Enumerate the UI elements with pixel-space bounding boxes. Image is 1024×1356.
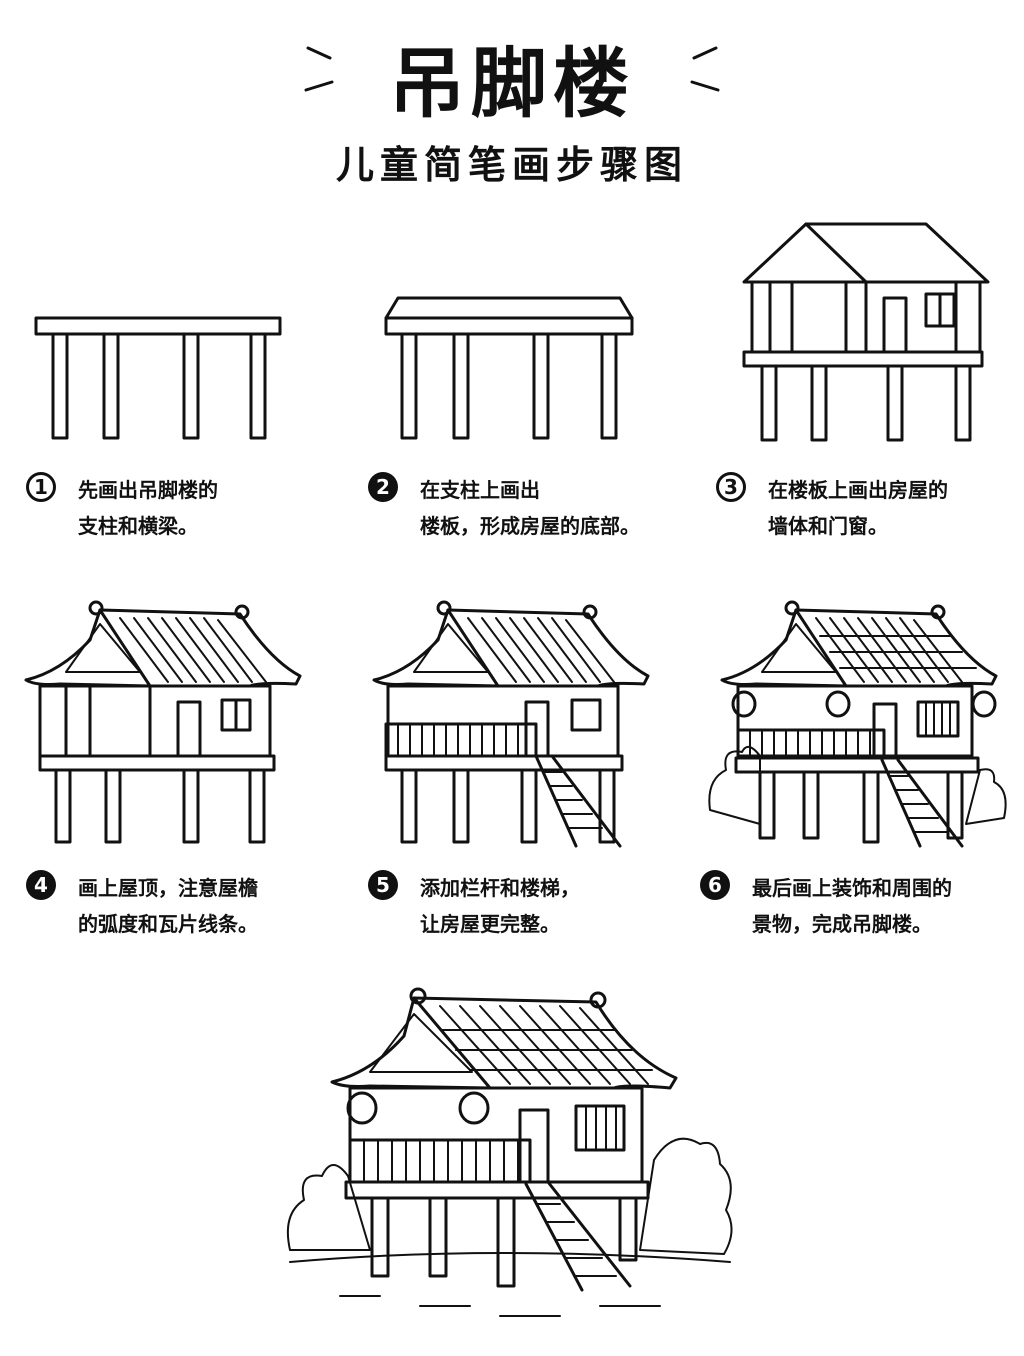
step-text: 添加栏杆和楼梯， 让房屋更完整。 [420,870,580,942]
step-number-badge: 6 [700,870,730,900]
title-decoration-left [304,46,334,92]
final-drawing [286,987,733,1317]
step-text-line: 画上屋顶，注意屋檐 [78,876,258,900]
step-text-line: 在支柱上画出 [420,478,540,502]
step-text-line: 景物，完成吊脚楼。 [752,912,932,936]
step-number-badge: 3 [716,472,746,502]
step-text-line: 的弧度和瓦片线条。 [78,912,258,936]
step-number-badge: 5 [368,870,398,900]
step2-drawing [384,296,634,440]
step-text: 在楼板上画出房屋的 墙体和门窗。 [768,472,948,544]
page-title: 吊脚楼 [389,39,635,128]
step4-drawing [24,600,302,844]
step-number-badge: 1 [26,472,56,502]
step-text-line: 墙体和门窗。 [768,514,888,538]
step-text-line: 先画出吊脚楼的 [78,478,218,502]
step-text-line: 让房屋更完整。 [420,912,560,936]
page-subtitle: 儿童简笔画步骤图 [335,143,688,187]
step-text-line: 添加栏杆和楼梯， [420,876,580,900]
step-number-badge: 2 [368,472,398,502]
step1-drawing [34,316,282,440]
step-text: 画上屋顶，注意屋檐 的弧度和瓦片线条。 [78,870,258,942]
step-text-line: 支柱和横梁。 [78,514,198,538]
step3-drawing [742,222,990,442]
step-text-line: 楼板，形成房屋的底部。 [420,514,640,538]
step-text-line: 最后画上装饰和周围的 [752,876,952,900]
step-text-line: 在楼板上画出房屋的 [768,478,948,502]
step5-drawing [372,600,650,848]
step6-drawing [708,600,1007,848]
step-number-badge: 4 [26,870,56,900]
step-text: 在支柱上画出 楼板，形成房屋的底部。 [420,472,640,544]
step-text: 先画出吊脚楼的 支柱和横梁。 [78,472,218,544]
step-text: 最后画上装饰和周围的 景物，完成吊脚楼。 [752,870,952,942]
title-decoration-right [690,46,720,92]
